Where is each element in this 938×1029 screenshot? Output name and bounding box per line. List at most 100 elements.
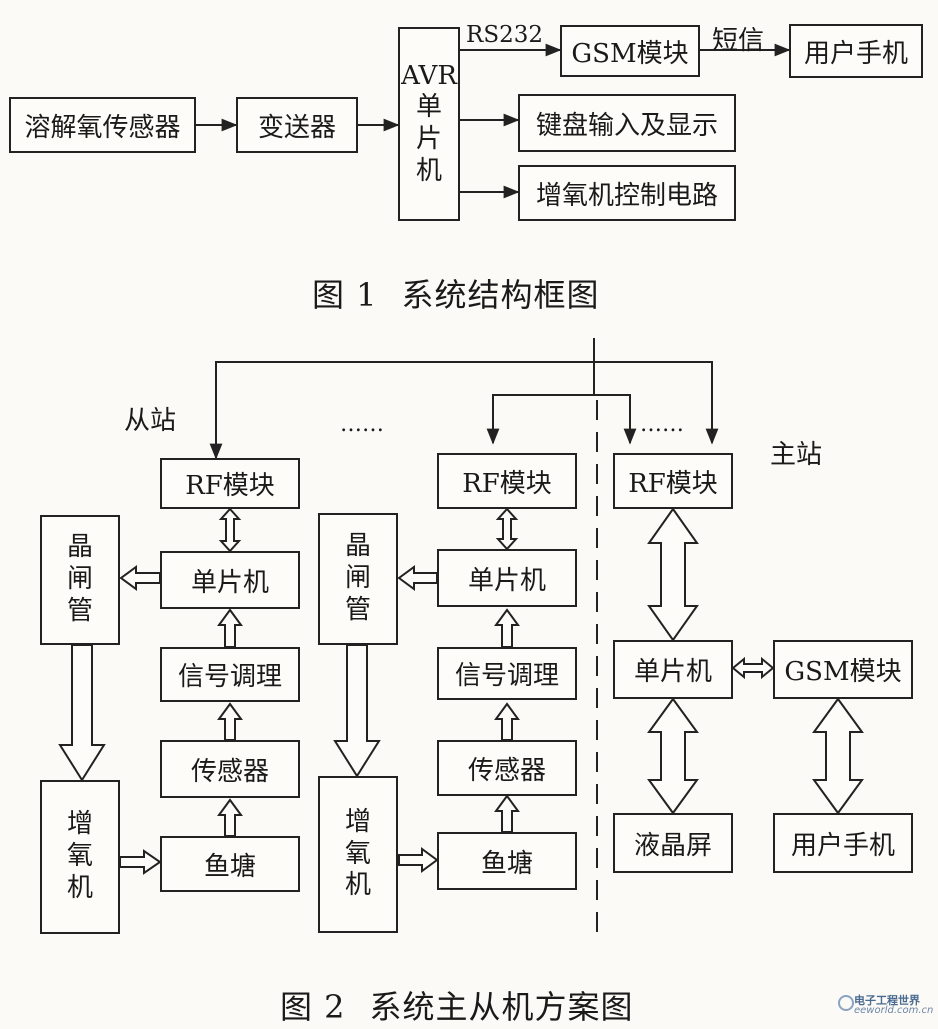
s1-aerator-label: 增氧机 — [67, 809, 93, 904]
s2-thyristor-to-aerator-arrow — [333, 644, 381, 778]
s2-signal-to-mcu-arrow — [494, 608, 520, 648]
figure2-caption: 图 2 系统主从机方案图 — [280, 982, 634, 1028]
figure1-caption-number: 图 1 — [312, 276, 378, 314]
s1-signal-conditioning-block: 信号调理 — [160, 647, 300, 702]
s1-aerator-block: 增氧机 — [40, 780, 120, 934]
vertical-label-char: 管 — [344, 594, 371, 625]
s2-mcu-block: 单片机 — [437, 549, 577, 607]
s1-mcu-block: 单片机 — [160, 551, 300, 609]
s2-sensor-to-signal-arrow — [494, 702, 520, 741]
s2-thyristor-label: 晶闸管 — [345, 531, 371, 626]
s2-signal-conditioning-label: 信号调理 — [454, 661, 559, 691]
s2-rf-mcu-double-arrow — [495, 507, 519, 551]
s2-aerator-label: 增氧机 — [345, 807, 371, 902]
figure1-caption-text: 系统结构框图 — [401, 276, 600, 314]
s1-rf-mcu-double-arrow — [218, 507, 242, 553]
vertical-label-char: 增 — [66, 809, 93, 840]
vertical-label-char: 闸 — [344, 563, 371, 594]
s2-aerator-block: 增氧机 — [318, 776, 398, 933]
s1-signal-conditioning-label: 信号调理 — [177, 662, 282, 692]
s2-thyristor-block: 晶闸管 — [318, 513, 398, 645]
f1-aerator-control-label: 增氧机控制电路 — [535, 180, 718, 211]
s2-sensor-block: 传感器 — [437, 740, 577, 796]
s1-sensor-label: 传感器 — [190, 756, 269, 787]
f1-aerator-control-block: 增氧机控制电路 — [518, 165, 736, 221]
s1-mcu-label: 单片机 — [190, 567, 269, 598]
master-lcd-label: 液晶屏 — [633, 830, 712, 861]
master-mcu-gsm-double-arrow — [731, 656, 775, 680]
master-gsm-phone-double-arrow — [812, 697, 864, 815]
master-rf-mcu-double-arrow — [647, 507, 699, 642]
master-mcu-lcd-double-arrow — [647, 697, 699, 815]
s2-mcu-to-thyristor-arrow — [397, 565, 438, 591]
figure1-caption: 图 1 系统结构框图 — [312, 270, 600, 316]
master-ellipsis: …… — [640, 412, 684, 437]
f1-rs232-label: RS232 — [466, 22, 543, 48]
s2-aerator-to-pond-arrow — [398, 847, 439, 873]
f1-transmitter-block: 变送器 — [236, 97, 358, 153]
master-rf-module-block: RF模块 — [613, 453, 733, 509]
master-gsm-label: GSM模块 — [784, 657, 902, 687]
eeworld-watermark-logo: 电子工程世界 eeworld.com.cn — [838, 990, 934, 1026]
s1-sensor-to-signal-arrow — [217, 702, 243, 741]
s1-pond-to-sensor-arrow — [217, 798, 243, 837]
f1-transmitter-label: 变送器 — [257, 112, 336, 143]
s1-sensor-block: 传感器 — [160, 740, 300, 798]
master-user-phone-block: 用户手机 — [773, 813, 913, 873]
s1-thyristor-block: 晶闸管 — [40, 515, 120, 645]
s1-fish-pond-block: 鱼塘 — [160, 836, 300, 892]
s2-rf-module-block: RF模块 — [437, 453, 577, 509]
s2-rf-module-label: RF模块 — [462, 468, 552, 499]
f1-gsm-block: GSM模块 — [560, 25, 700, 77]
s1-rf-module-block: RF模块 — [160, 458, 300, 509]
watermark-line1: 电子工程世界 — [854, 994, 920, 1007]
s1-rf-module-label: RF模块 — [185, 471, 275, 501]
master-gsm-block: GSM模块 — [773, 640, 913, 699]
f1-gsm-label: GSM模块 — [571, 38, 689, 69]
s2-fish-pond-block: 鱼塘 — [437, 832, 577, 890]
master-station-label: 主站 — [770, 440, 823, 470]
rf-bus-outer-line — [209, 361, 719, 460]
s1-thyristor-label: 晶闸管 — [67, 532, 93, 627]
s1-thyristor-to-aerator-arrow — [58, 644, 106, 782]
vertical-label-char: 增 — [344, 806, 371, 837]
vertical-label-char: 单 — [415, 92, 442, 123]
master-mcu-label: 单片机 — [633, 657, 712, 687]
s1-mcu-to-thyristor-arrow — [119, 565, 161, 591]
s2-mcu-label: 单片机 — [467, 565, 546, 596]
f1-sms-label: 短信 — [712, 26, 765, 56]
vertical-label-char: 氧 — [344, 838, 371, 869]
f1-do-sensor-label: 溶解氧传感器 — [24, 112, 181, 143]
vertical-label-char: AVR — [401, 60, 457, 91]
vertical-label-char: 机 — [344, 870, 371, 901]
f1-keyboard-display-block: 键盘输入及显示 — [518, 94, 736, 152]
master-mcu-block: 单片机 — [613, 640, 733, 699]
s1-fish-pond-label: 鱼塘 — [203, 851, 256, 882]
f1-do-sensor-block: 溶解氧传感器 — [9, 97, 196, 153]
f1-keyboard-display-label: 键盘输入及显示 — [535, 110, 718, 141]
master-rf-module-label: RF模块 — [628, 468, 718, 499]
master-user-phone-label: 用户手机 — [790, 830, 895, 861]
vertical-label-char: 氧 — [66, 841, 93, 872]
slave-ellipsis: …… — [340, 412, 384, 437]
s1-aerator-to-pond-arrow — [119, 849, 162, 875]
vertical-label-char: 机 — [415, 155, 442, 186]
figure2-caption-text: 系统主从机方案图 — [369, 988, 634, 1026]
s2-signal-conditioning-block: 信号调理 — [437, 647, 577, 700]
f1-user-phone-label: 用户手机 — [803, 38, 908, 69]
rf-bus-inner-line — [486, 394, 637, 445]
s1-signal-to-mcu-arrow — [217, 608, 243, 648]
master-lcd-block: 液晶屏 — [613, 813, 733, 873]
watermark-line2: eeworld.com.cn — [854, 1005, 934, 1016]
eeworld-logo-icon — [838, 995, 854, 1011]
figure2-caption-number: 图 2 — [280, 988, 346, 1026]
vertical-label-char: 闸 — [66, 564, 93, 595]
vertical-label-char: 机 — [66, 872, 93, 903]
s2-sensor-label: 传感器 — [467, 755, 546, 786]
vertical-label-char: 晶 — [344, 531, 371, 562]
vertical-label-char: 片 — [415, 124, 442, 154]
